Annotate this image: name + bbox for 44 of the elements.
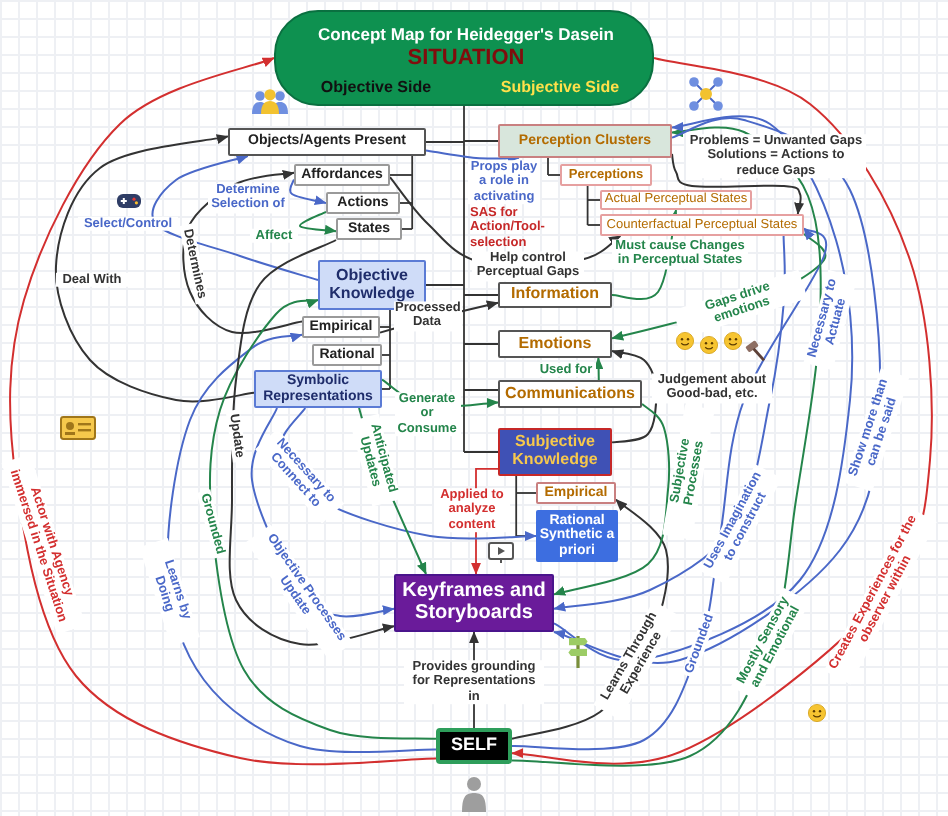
heading-text: SITUATION: [405, 48, 527, 70]
arrow: [9, 57, 437, 766]
connector: [547, 157, 549, 176]
arrow: [289, 178, 327, 206]
arrow: [553, 402, 671, 597]
connector: [547, 174, 561, 176]
connector: [586, 199, 601, 201]
connector: [381, 354, 391, 356]
connector: [389, 309, 391, 390]
arrow: [593, 357, 604, 381]
connector: [463, 294, 499, 296]
connector: [379, 326, 391, 328]
arrow: [299, 210, 337, 235]
connector: [399, 202, 414, 204]
connector: [515, 475, 518, 537]
concept-box: Emotions: [498, 330, 612, 358]
connector: [425, 284, 465, 286]
connector: [389, 174, 414, 176]
connector: [586, 185, 589, 226]
concept-box: Keyframes and Storyboards: [394, 574, 554, 632]
connector: [463, 343, 499, 345]
side-label: Objective Side: [318, 80, 434, 96]
arrow: [208, 297, 437, 740]
connector: [463, 140, 499, 142]
title-text: Concept Map for Heidegger's Dasein: [316, 26, 616, 43]
arrow: [671, 153, 805, 215]
concept-box: Subjective Knowledge: [498, 428, 612, 476]
connector: [401, 228, 414, 230]
connector: [463, 389, 499, 391]
connector: [515, 492, 537, 494]
connector: [425, 141, 465, 143]
connector: [411, 155, 414, 230]
connector: [586, 224, 601, 226]
concept-box: SELF: [436, 728, 512, 764]
connector: [381, 388, 391, 390]
arrow: [54, 133, 255, 403]
arrow: [151, 154, 319, 281]
arrow: [425, 149, 520, 164]
concept-box: Communications: [498, 380, 642, 408]
connector: [463, 451, 499, 453]
title-banner: [274, 10, 654, 106]
connector: [463, 105, 465, 453]
concept-box: Information: [498, 282, 612, 308]
side-label: Subjective Side: [498, 80, 622, 96]
